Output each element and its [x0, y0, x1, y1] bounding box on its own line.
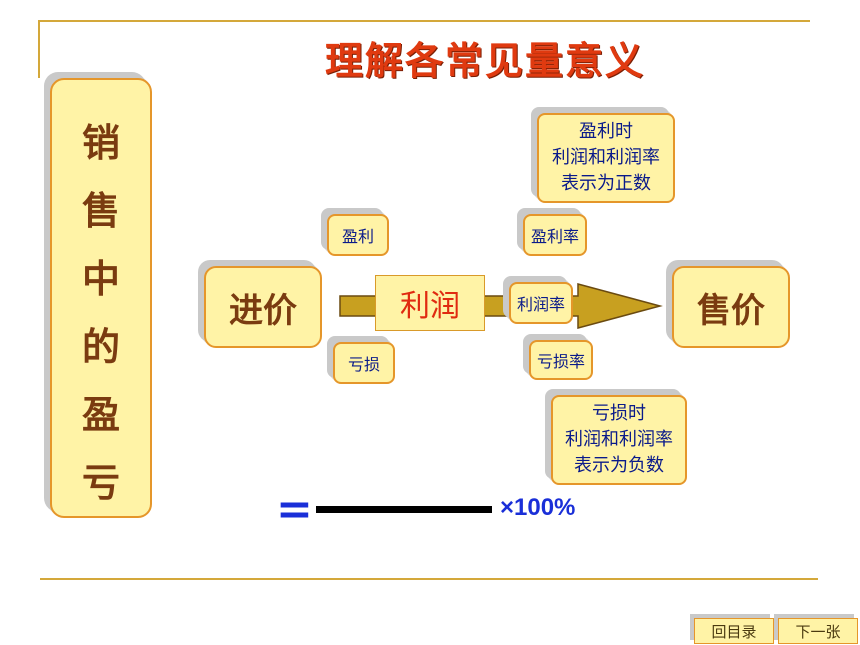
gain-note-line: 表示为正数	[561, 173, 651, 194]
loss-rate-box: 亏损率	[529, 340, 593, 380]
loss-note-box: 亏损时 利润和利润率 表示为负数	[551, 395, 687, 485]
sidebar-char: 售	[81, 189, 120, 233]
cost-price-box: 进价	[204, 266, 322, 348]
equals-sign: =	[276, 484, 313, 535]
gain-note-line: 利润和利润率	[552, 147, 660, 168]
loss-box: 亏损	[333, 342, 395, 384]
loss-note-line: 表示为负数	[574, 455, 664, 476]
sidebar-char: 中	[81, 257, 120, 301]
gain-note-box: 盈利时 利润和利润率 表示为正数	[537, 113, 675, 203]
page-title: 理解各常见量意义	[324, 39, 645, 83]
left-rule	[38, 20, 40, 78]
loss-note-line: 利润和利润率	[565, 429, 673, 450]
top-rule	[38, 20, 810, 22]
gain-note-line: 盈利时	[579, 121, 633, 142]
sidebar-char: 的	[81, 325, 120, 369]
profit-box: 利润	[375, 275, 485, 331]
sidebar-char: 盈	[81, 393, 120, 437]
profit-rate-box: 利润率	[509, 282, 573, 324]
sale-price-box: 售价	[672, 266, 790, 348]
times-100-percent: ×100%	[500, 494, 576, 521]
gain-rate-box: 盈利率	[523, 214, 587, 256]
back-to-contents-button[interactable]: 回目录	[694, 618, 774, 644]
sidebar-title-box: 销 售 中 的 盈 亏	[50, 78, 152, 518]
next-slide-button[interactable]: 下一张	[778, 618, 858, 644]
fraction-line	[316, 506, 492, 513]
sidebar-char: 亏	[81, 461, 120, 505]
gain-box: 盈利	[327, 214, 389, 256]
bottom-rule	[40, 578, 818, 580]
sidebar-char: 销	[81, 121, 120, 165]
loss-note-line: 亏损时	[592, 403, 646, 424]
